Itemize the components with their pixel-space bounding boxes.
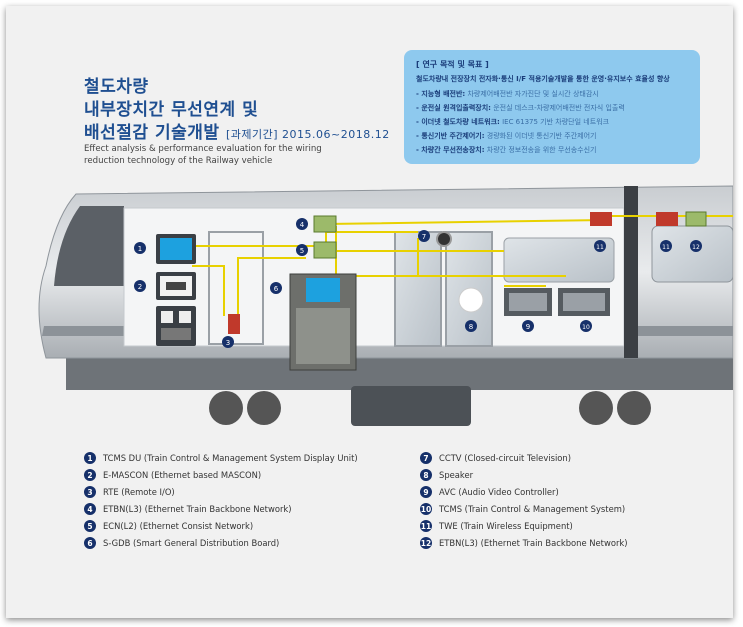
marker-5: 5 bbox=[296, 244, 308, 256]
tcms-display-unit bbox=[156, 234, 196, 264]
train-underframe bbox=[66, 354, 733, 390]
title-line-3: 배선절감 기술개발 [과제기간] 2015.06~2018.12 bbox=[84, 118, 390, 143]
title-line-1: 철도차량 bbox=[84, 77, 149, 97]
figure-frame: 철도차량 내부장치간 무선연계 및 배선절감 기술개발 [과제기간] 2015.… bbox=[6, 6, 733, 618]
avc-unit bbox=[504, 288, 552, 316]
car-gap bbox=[624, 186, 638, 358]
goal-item: - 통신기반 주간제어기: 경량화된 이더넷 통신기반 주간제어기 bbox=[416, 132, 597, 140]
marker-4: 4 bbox=[296, 218, 308, 230]
goal-item: - 차량간 무선전송장치: 차량간 정보전송을 위한 무선송수신기 bbox=[416, 146, 597, 154]
svg-text:9: 9 bbox=[526, 323, 530, 331]
e-mascon bbox=[156, 272, 196, 300]
remote-io bbox=[228, 314, 240, 334]
ethernet-wiring bbox=[192, 215, 733, 316]
marker-2: 2 bbox=[134, 280, 146, 292]
wheel bbox=[247, 391, 281, 425]
marker-7: 7 bbox=[418, 230, 430, 242]
tcms-unit bbox=[558, 288, 610, 316]
cab-desk-panel bbox=[208, 231, 264, 345]
title-line-3-text: 배선절감 기술개발 bbox=[84, 123, 220, 143]
speaker bbox=[458, 287, 484, 313]
distribution-board bbox=[289, 273, 357, 371]
svg-text:11: 11 bbox=[662, 244, 670, 251]
marker-3: 3 bbox=[222, 336, 234, 348]
cctv-camera bbox=[436, 231, 452, 247]
goal-item: - 지능형 배전반: 차량제어배전반 자가진단 및 실시간 상태감시 bbox=[416, 90, 599, 98]
wheel bbox=[209, 391, 243, 425]
research-goal-box: [ 연구 목적 및 목표 ] 철도차량내 전장장치 전자화·통신 I/F 적용기… bbox=[404, 50, 700, 164]
train-nose-window bbox=[54, 206, 124, 286]
marker-11: 11 bbox=[594, 240, 606, 252]
wheel bbox=[579, 391, 613, 425]
marker-8: 8 bbox=[465, 320, 477, 332]
marker-6: 6 bbox=[270, 282, 282, 294]
marker-10: 10 bbox=[580, 320, 592, 332]
second-car-window bbox=[651, 225, 733, 283]
marker-9: 9 bbox=[522, 320, 534, 332]
marker-1: 1 bbox=[134, 242, 146, 254]
svg-text:4: 4 bbox=[300, 221, 305, 229]
title-line-2: 내부장치간 무선연계 및 bbox=[84, 100, 259, 120]
marker-11-second: 11 bbox=[660, 240, 672, 252]
svg-text:2: 2 bbox=[138, 283, 142, 291]
svg-text:10: 10 bbox=[582, 324, 590, 331]
etbn-switch-second-car bbox=[685, 211, 707, 227]
svg-text:6: 6 bbox=[274, 285, 279, 293]
marker-12: 12 bbox=[690, 240, 702, 252]
cab-control-panel bbox=[156, 306, 196, 346]
wireless-equipment bbox=[590, 212, 678, 226]
subtitle-line-2: reduction technology of the Railway vehi… bbox=[84, 156, 273, 166]
svg-text:1: 1 bbox=[138, 245, 142, 253]
research-goal-summary: 철도차량내 전장장치 전자화·통신 I/F 적용기술개발을 통한 운영·유지보수… bbox=[416, 75, 670, 83]
side-window bbox=[503, 237, 615, 283]
research-goal-heading: [ 연구 목적 및 목표 ] bbox=[416, 60, 489, 69]
svg-text:7: 7 bbox=[422, 233, 426, 241]
etbn-switch bbox=[313, 215, 337, 233]
wheel bbox=[617, 391, 651, 425]
svg-text:12: 12 bbox=[692, 244, 700, 251]
train-diagram: 1 2 3 4 5 6 7 8 9 10 11 11 12 bbox=[38, 185, 733, 426]
ecn-switch bbox=[313, 241, 337, 259]
underframe-box bbox=[351, 386, 471, 426]
project-period: [과제기간] 2015.06~2018.12 bbox=[225, 128, 390, 141]
svg-text:5: 5 bbox=[300, 247, 304, 255]
svg-text:3: 3 bbox=[226, 339, 230, 347]
goal-item: - 이더넷 철도차량 네트워크: IEC 61375 기반 차량단일 네트워크 bbox=[416, 118, 610, 126]
goal-item: - 운전실 원격입출력장치: 운전실 데스크-차량제어배전반 전자식 입출력 bbox=[416, 104, 625, 112]
subtitle-line-1: Effect analysis & performance evaluation… bbox=[84, 144, 322, 154]
svg-text:11: 11 bbox=[596, 244, 604, 251]
svg-text:8: 8 bbox=[469, 323, 473, 331]
